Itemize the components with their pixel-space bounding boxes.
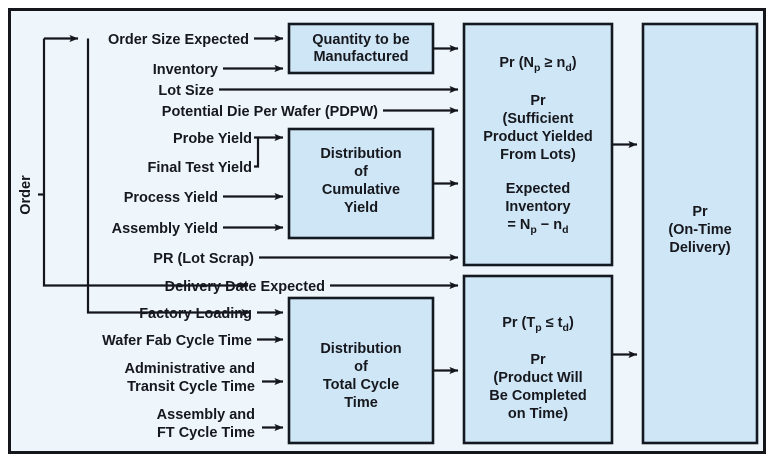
node-quantity-to-be-manufactured[interactable]: Quantity to be Manufactured xyxy=(287,22,435,75)
input-assembly-ft-cycle-time: Assembly and FT Cycle Time xyxy=(157,407,284,441)
input-delivery-date-expected: Delivery Date Expected xyxy=(165,279,459,295)
label-pr-lot-scrap: PR (Lot Scrap) xyxy=(153,251,254,267)
cumulative-yield-line-4: Yield xyxy=(344,200,378,216)
expected-inventory-line-1: Expected xyxy=(506,181,570,197)
total-cycle-time-line-2: of xyxy=(354,359,368,375)
input-inventory: Inventory xyxy=(153,62,284,78)
order-trunk-to-delivery-date xyxy=(42,38,249,290)
label-administrative-transit-line-1: Administrative and xyxy=(124,361,255,377)
product-completed-box-rect[interactable] xyxy=(462,274,614,445)
total-cycle-time-box-rect[interactable] xyxy=(287,296,435,445)
cumulative-yield-box-rect[interactable] xyxy=(287,127,435,240)
node-sufficient-product-yielded[interactable]: Pr (Np ≥ nd) Pr (Sufficient Product Yiel… xyxy=(462,22,614,267)
product-completed-line-1: Pr xyxy=(530,352,546,368)
sufficient-product-box-rect[interactable] xyxy=(462,22,614,267)
label-assembly-ft-line-2: FT Cycle Time xyxy=(157,425,255,441)
product-completed-formula: Pr (Tp ≤ td) xyxy=(502,315,574,334)
quantity-box-line-1: Quantity to be xyxy=(312,32,409,48)
total-cycle-time-line-4: Time xyxy=(344,395,378,411)
expected-inventory-equation: = Np − nd xyxy=(507,217,568,236)
node-product-completed-on-time[interactable]: Pr (Tp ≤ td) Pr (Product Will Be Complet… xyxy=(462,274,614,445)
box-connectors xyxy=(433,44,638,375)
label-wafer-fab-cycle-time: Wafer Fab Cycle Time xyxy=(102,333,252,349)
label-assembly-ft-line-1: Assembly and xyxy=(157,407,255,423)
input-lot-size: Lot Size xyxy=(158,83,459,99)
product-completed-line-2: (Product Will xyxy=(493,370,582,386)
sufficient-product-formula: Pr (Np ≥ nd) xyxy=(499,55,576,74)
label-lot-size: Lot Size xyxy=(158,83,214,99)
node-on-time-delivery[interactable]: Pr (On-Time Delivery) xyxy=(641,22,759,445)
cumulative-yield-line-1: Distribution xyxy=(320,146,401,162)
input-pr-lot-scrap: PR (Lot Scrap) xyxy=(153,251,459,267)
label-delivery-date-expected: Delivery Date Expected xyxy=(165,279,325,295)
input-administrative-transit-cycle-time: Administrative and Transit Cycle Time xyxy=(124,361,284,395)
label-potential-die-per-wafer: Potential Die Per Wafer (PDPW) xyxy=(162,104,378,120)
product-completed-line-4: on Time) xyxy=(508,406,568,422)
on-time-delivery-line-1: Pr xyxy=(692,204,708,220)
product-completed-line-3: Be Completed xyxy=(489,388,587,404)
sufficient-product-line-1: Pr xyxy=(530,93,546,109)
input-order-size-expected: Order Size Expected xyxy=(108,32,284,48)
order-branch-to-factory-loading xyxy=(86,38,251,317)
input-wafer-fab-cycle-time: Wafer Fab Cycle Time xyxy=(102,333,284,349)
label-assembly-yield: Assembly Yield xyxy=(112,221,218,237)
order-trunk: Order xyxy=(18,34,251,317)
total-cycle-time-line-1: Distribution xyxy=(320,341,401,357)
label-inventory: Inventory xyxy=(153,62,218,78)
node-distribution-total-cycle-time[interactable]: Distribution of Total Cycle Time xyxy=(287,296,435,445)
label-process-yield: Process Yield xyxy=(124,190,218,206)
label-probe-yield: Probe Yield xyxy=(173,131,252,147)
quantity-box-line-2: Manufactured xyxy=(313,49,408,65)
input-process-yield: Process Yield xyxy=(124,190,284,206)
cumulative-yield-line-3: Cumulative xyxy=(322,182,400,198)
total-cycle-time-line-3: Total Cycle xyxy=(323,377,399,393)
yield-bracket xyxy=(254,136,260,168)
expected-inventory-line-2: Inventory xyxy=(505,199,570,215)
label-factory-loading: Factory Loading xyxy=(139,306,252,322)
node-distribution-cumulative-yield[interactable]: Distribution of Cumulative Yield xyxy=(287,127,435,240)
input-potential-die-per-wafer: Potential Die Per Wafer (PDPW) xyxy=(162,104,459,120)
on-time-delivery-line-3: Delivery) xyxy=(669,240,730,256)
sufficient-product-line-3: Product Yielded xyxy=(483,129,593,145)
input-probe-yield: Probe Yield xyxy=(173,131,252,147)
on-time-delivery-box-rect[interactable] xyxy=(641,22,759,445)
label-final-test-yield: Final Test Yield xyxy=(148,160,252,176)
input-factory-loading: Factory Loading xyxy=(139,306,284,322)
label-order-size-expected: Order Size Expected xyxy=(108,32,249,48)
sufficient-product-line-4: From Lots) xyxy=(500,147,576,163)
sufficient-product-line-2: (Sufficient xyxy=(503,111,574,127)
cumulative-yield-line-2: of xyxy=(354,164,368,180)
label-administrative-transit-line-2: Transit Cycle Time xyxy=(127,379,255,395)
input-assembly-yield: Assembly Yield xyxy=(112,221,284,237)
on-time-delivery-line-2: (On-Time xyxy=(668,222,731,238)
input-final-test-yield: Final Test Yield xyxy=(148,160,252,176)
order-trunk-label: Order xyxy=(18,175,34,215)
bracket-probe-final-test-yield xyxy=(254,133,284,168)
